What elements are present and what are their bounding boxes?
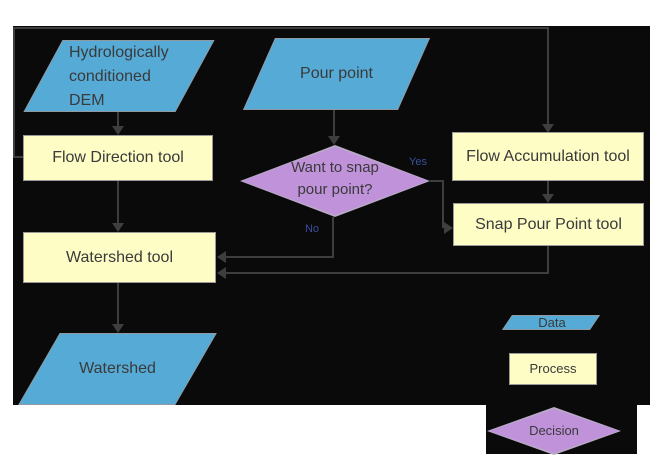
arrowhead-into-snap-left (444, 222, 453, 234)
arrowhead-into-watershed (112, 324, 124, 333)
arrowhead-into-flowdirection (112, 126, 124, 135)
node-dem-label: Hydrologically conditioned DEM (62, 41, 219, 113)
connector-yes-horizontal (430, 180, 444, 182)
decision-label-line-2: pour point? (297, 181, 373, 198)
connector-yes-drop (442, 180, 444, 228)
arrowhead-snap-into-watershedtool (217, 267, 226, 279)
node-watershed-label: Watershed (79, 360, 156, 377)
node-watershed-tool-label: Watershed tool (65, 248, 173, 266)
dem-label-line-2: conditioned (69, 68, 151, 85)
node-flow-direction-shape (23, 135, 213, 181)
legend-process-label: Process (529, 361, 577, 376)
connector-no-horizontal (225, 256, 334, 258)
connector-flowdirection-watershedtool (117, 181, 119, 224)
node-flow-direction-label: Flow Direction tool (52, 149, 184, 166)
connector-pourpoint-decision (333, 110, 335, 137)
connector-watershedtool-watershed (117, 283, 119, 325)
connector-no-drop (332, 217, 334, 258)
legend-decision-label: Decision (529, 423, 579, 438)
arrowhead-into-watershedtool-top (112, 223, 124, 232)
arrowhead-no-into-watershedtool (217, 251, 226, 263)
arrowhead-into-snap-top (542, 194, 554, 203)
node-flow-accumulation-label: Flow Accumulation tool (466, 147, 630, 165)
edge-label-no: No (304, 223, 320, 235)
connector-snap-drop (547, 245, 549, 274)
dem-label-line-3: DEM (69, 92, 105, 109)
decision-label-line-1: Want to snap (291, 159, 379, 176)
connector-snap-horizontal (225, 272, 549, 274)
node-decision-label: Want to snap pour point? (240, 143, 430, 215)
connector-flowdirection-out (13, 156, 25, 158)
node-flow-accumulation-shape (452, 132, 644, 181)
arrowhead-into-flowaccumulation (542, 124, 554, 133)
node-pour-point-label: Pour point (300, 65, 373, 82)
legend-process-shape (509, 353, 597, 385)
connector-dem-flowdirection (117, 112, 119, 127)
edge-label-yes: Yes (409, 156, 427, 168)
node-watershed-tool-shape (23, 232, 216, 283)
dem-label-line-1: Hydrologically (69, 44, 169, 61)
connector-flowaccumulation-snap (547, 181, 549, 195)
arrowhead-into-decision (328, 136, 340, 145)
node-snap-pour-point-shape (453, 203, 644, 246)
connector-flowaccumulation-drop (547, 27, 549, 124)
legend-data-label: Data (538, 314, 566, 330)
node-snap-pour-point-label: Snap Pour Point tool (475, 215, 622, 233)
connector-left-riser (13, 27, 15, 158)
connector-top-run (13, 27, 549, 29)
